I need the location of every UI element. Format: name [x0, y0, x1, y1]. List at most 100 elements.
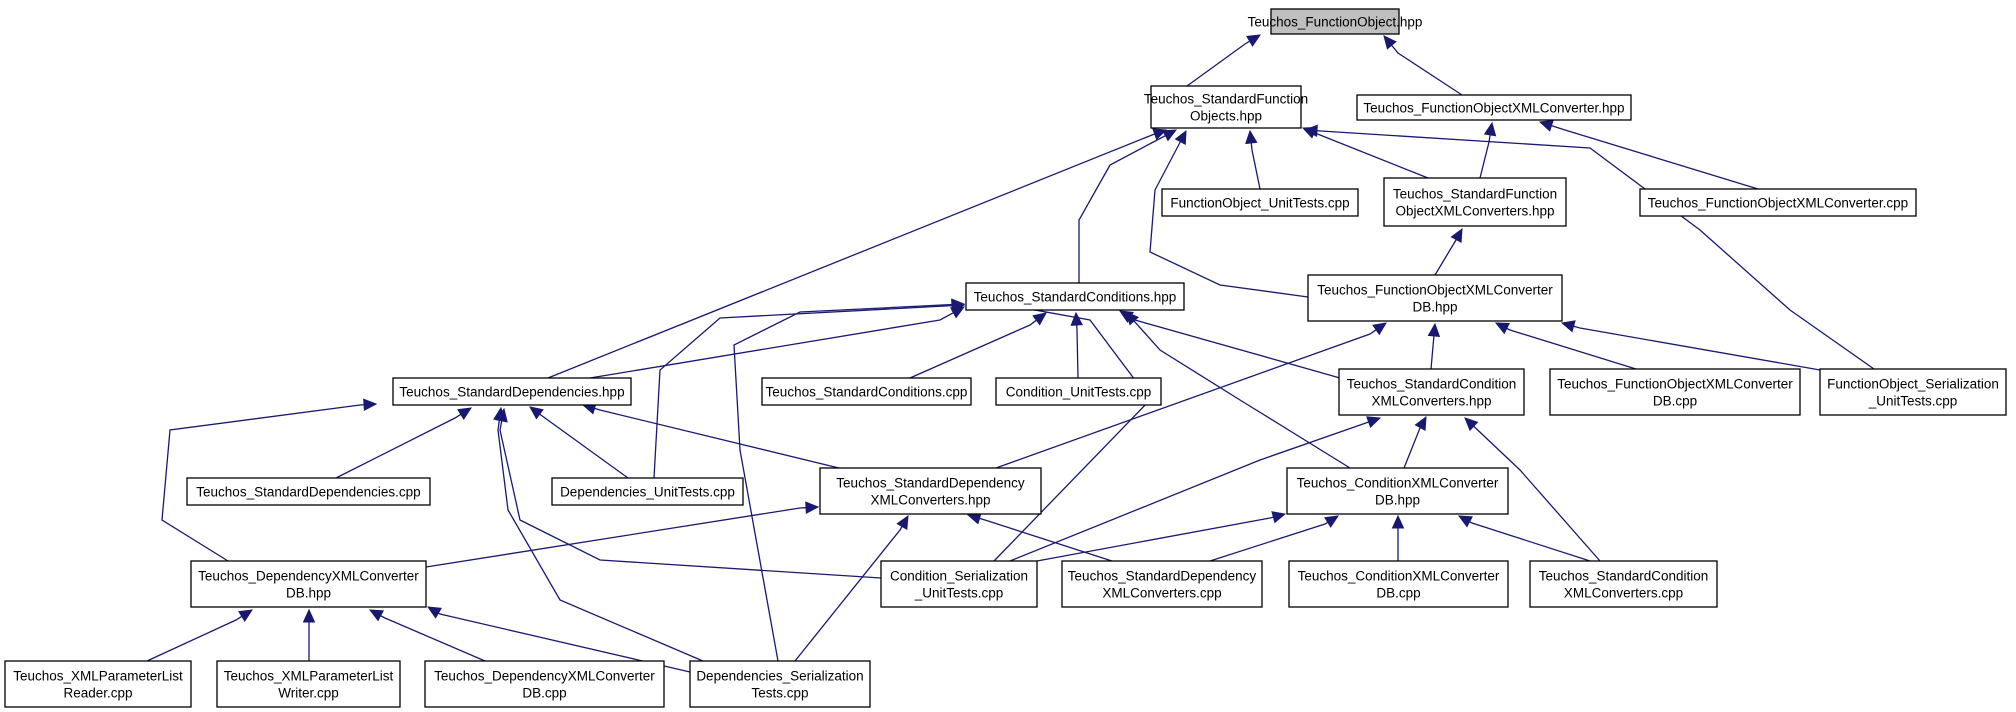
arrowhead — [1125, 311, 1140, 326]
node-box — [995, 377, 1162, 406]
edge-line — [1036, 516, 1274, 562]
node-scondcpp[interactable]: Teuchos_StandardConditions.cpp — [761, 377, 972, 406]
node-box — [1161, 188, 1359, 217]
node-label: Teuchos_FunctionObjectXMLConverter — [1557, 377, 1793, 392]
node-label: Teuchos_DependencyXMLConverter — [434, 669, 655, 684]
edge-scxc-to-scond — [1118, 310, 1341, 379]
node-box — [392, 377, 632, 406]
edge-line — [995, 329, 1377, 469]
node-box — [819, 467, 1042, 515]
edge-condut-to-scond — [1070, 311, 1084, 379]
edge-line — [1076, 324, 1079, 379]
node-label: Reader.cpp — [63, 686, 132, 701]
node-fout[interactable]: FunctionObject_UnitTests.cpp — [1161, 188, 1359, 217]
node-label: Tests.cpp — [751, 686, 808, 701]
arrowhead — [1391, 514, 1405, 529]
node-sfoxc[interactable]: Teuchos_StandardFunctionObjectXMLConvert… — [1383, 177, 1567, 227]
edge-line — [1009, 421, 1369, 562]
edge-sdxccpp-to-cxcdb — [1209, 515, 1340, 562]
node-foxc[interactable]: Teuchos_FunctionObjectXMLConverter.hpp — [1356, 94, 1632, 121]
node-label: Teuchos_StandardFunction — [1144, 92, 1308, 107]
node-label: Teuchos_StandardFunction — [1393, 187, 1557, 202]
edge-line — [380, 615, 486, 662]
arrowhead — [1372, 322, 1387, 336]
node-box — [424, 660, 665, 708]
node-deput[interactable]: Dependencies_UnitTests.cpp — [551, 477, 744, 506]
edge-condser-to-cxcdb — [1036, 511, 1287, 562]
arrowhead — [1245, 129, 1258, 145]
node-label: Teuchos_FunctionObjectXMLConverter.cpp — [1648, 196, 1908, 211]
arrowhead — [368, 609, 384, 622]
node-root[interactable]: Teuchos_FunctionObject.hpp — [1248, 8, 1423, 35]
edge-depser-to-sdxc — [794, 514, 909, 662]
node-box — [1549, 368, 1801, 416]
node-condser[interactable]: Condition_Serialization_UnitTests.cpp — [880, 560, 1038, 608]
node-label: Teuchos_StandardDependency — [836, 476, 1025, 491]
edge-line — [589, 312, 954, 379]
edge-condser-to-scond — [966, 294, 1151, 562]
node-label: _UnitTests.cpp — [1868, 394, 1958, 409]
arrowhead — [896, 514, 909, 530]
arrowhead — [238, 609, 254, 622]
node-label: DB.cpp — [522, 686, 566, 701]
edge-scondcpp-to-scond — [909, 312, 1047, 379]
edge-cxcdb-to-scxc — [1403, 415, 1427, 469]
node-sdxc[interactable]: Teuchos_StandardDependencyXMLConverters.… — [819, 467, 1042, 515]
edge-dxcdb-to-sdxc — [425, 501, 820, 568]
edge-foxcdb-to-sfo — [1149, 129, 1309, 298]
edge-line — [161, 404, 365, 562]
node-label: _UnitTests.cpp — [914, 586, 1004, 601]
edge-line — [1209, 521, 1329, 562]
edge-line — [539, 413, 629, 479]
edge-line — [438, 612, 691, 673]
node-label: DB.hpp — [1375, 493, 1420, 508]
node-scxc[interactable]: Teuchos_StandardConditionXMLConverters.h… — [1338, 368, 1525, 416]
arrowhead — [1070, 311, 1084, 326]
arrowhead — [1538, 119, 1554, 132]
arrowhead — [363, 398, 378, 412]
edge-sfoxc-to-foxc — [1479, 121, 1497, 179]
node-scxccpp[interactable]: Teuchos_StandardConditionXMLConverters.c… — [1529, 560, 1718, 608]
edge-line — [499, 420, 882, 579]
node-box — [1819, 368, 2007, 416]
edge-line — [1573, 325, 1821, 371]
edge-line — [1469, 521, 1591, 562]
arrowhead — [1483, 121, 1497, 137]
node-sdep[interactable]: Teuchos_StandardDependencies.hpp — [392, 377, 632, 406]
node-box — [1286, 467, 1509, 515]
node-box — [1061, 560, 1263, 608]
edge-line — [1133, 320, 1351, 469]
node-sdxccpp[interactable]: Teuchos_StandardDependencyXMLConverters.… — [1061, 560, 1263, 608]
edge-fout-to-sfo — [1245, 129, 1261, 190]
edge-line — [979, 517, 1113, 562]
node-label: Teuchos_FunctionObjectXMLConverter.hpp — [1363, 101, 1624, 116]
node-condut[interactable]: Condition_UnitTests.cpp — [995, 377, 1162, 406]
node-box — [186, 477, 431, 506]
node-label: FunctionObject_Serialization — [1827, 377, 1999, 392]
edge-line — [425, 507, 807, 568]
node-label: Teuchos_StandardCondition — [1347, 377, 1517, 392]
node-box — [1338, 368, 1525, 416]
node-label: Teuchos_StandardDependencies.cpp — [196, 485, 420, 500]
node-scond[interactable]: Teuchos_StandardConditions.hpp — [965, 282, 1185, 311]
node-sdepcpp[interactable]: Teuchos_StandardDependencies.cpp — [186, 477, 431, 506]
node-foser[interactable]: FunctionObject_Serialization _UnitTests.c… — [1819, 368, 2007, 416]
arrowhead — [805, 501, 820, 514]
node-foxccpp[interactable]: Teuchos_FunctionObjectXMLConverter.cpp — [1639, 188, 1917, 217]
edge-foxcdb-to-sfoxc — [1434, 227, 1463, 276]
edge-line — [1434, 239, 1457, 276]
node-label: DB.cpp — [1376, 586, 1420, 601]
edge-scxccpp-to-cxcdb — [1457, 515, 1591, 562]
edge-line — [1316, 130, 1875, 370]
